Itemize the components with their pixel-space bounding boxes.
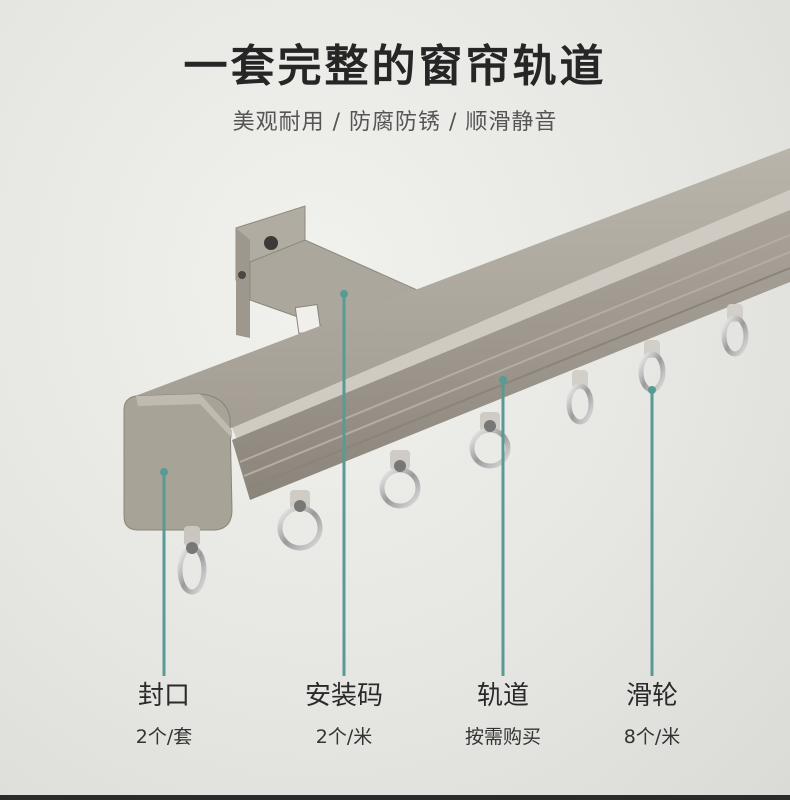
part-name: 轨道 bbox=[476, 681, 529, 711]
rail-top bbox=[130, 148, 790, 428]
part-spec: 2个/套 bbox=[135, 726, 193, 748]
end-cap bbox=[123, 393, 233, 531]
bottom-divider bbox=[0, 795, 790, 800]
part-runner: 滑轮 8个/米 bbox=[572, 675, 732, 749]
runner-rings bbox=[177, 304, 749, 595]
page-subtitle: 美观耐用 / 防腐防锈 / 顺滑静音 bbox=[232, 110, 558, 135]
rail-front bbox=[232, 210, 790, 500]
part-rail: 轨道 按需购买 bbox=[423, 675, 583, 749]
callout-lines bbox=[160, 290, 656, 676]
part-spec: 2个/米 bbox=[315, 726, 373, 748]
part-name: 封口 bbox=[137, 681, 190, 711]
part-mounting-bracket: 安装码 2个/米 bbox=[264, 675, 424, 749]
part-spec: 按需购买 bbox=[464, 726, 541, 748]
part-name: 安装码 bbox=[304, 681, 383, 711]
part-end-cap: 封口 2个/套 bbox=[84, 675, 244, 749]
rail-groove-edge bbox=[232, 190, 790, 446]
part-spec: 8个/米 bbox=[623, 726, 681, 748]
part-name: 滑轮 bbox=[625, 681, 678, 711]
page-title: 一套完整的窗帘轨道 bbox=[183, 41, 607, 92]
